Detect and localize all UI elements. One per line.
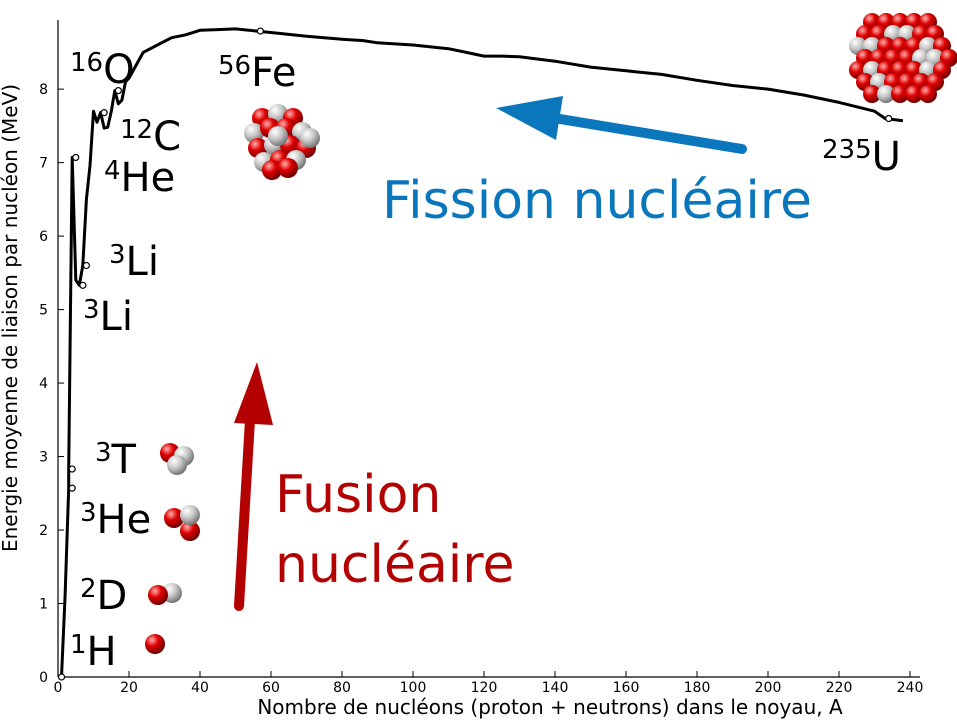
y-tick-label: 7	[39, 156, 48, 172]
li3b-mass-number: 3	[83, 295, 100, 325]
proton-sphere	[278, 158, 298, 178]
x-tick-label: 140	[542, 680, 569, 696]
proton-sphere	[180, 521, 200, 541]
data-point	[885, 114, 893, 123]
x-tick-label: 160	[613, 680, 640, 696]
isotope-label-li3b: 3Li	[83, 294, 133, 340]
he4-mass-number: 4	[104, 156, 121, 186]
data-point	[100, 109, 108, 117]
fe56-symbol: Fe	[251, 50, 296, 96]
t3-mass-number: 3	[95, 438, 112, 468]
x-tick-label: 80	[333, 680, 351, 696]
li3a-symbol: Li	[126, 239, 159, 285]
proton-sphere	[863, 85, 881, 103]
isotope-label-d2: 2D	[80, 573, 127, 619]
data-point	[57, 673, 66, 681]
c12-mass-number: 12	[120, 115, 153, 145]
isotope-label-h1: 1H	[70, 629, 117, 675]
u235-symbol: U	[872, 134, 901, 180]
y-tick-label: 3	[39, 450, 48, 466]
isotope-label-he3: 3He	[80, 497, 151, 543]
binding-energy-curve	[60, 27, 904, 678]
fission-arrow	[496, 96, 747, 154]
x-tick-label: 40	[191, 680, 209, 696]
proton-sphere	[148, 585, 168, 605]
isotope-label-li3a: 3Li	[109, 239, 159, 285]
he4-symbol: He	[121, 155, 176, 201]
data-point	[72, 153, 80, 162]
data-point	[68, 465, 76, 473]
y-tick-label: 5	[39, 303, 48, 319]
o16-symbol: O	[103, 47, 134, 93]
y-ticks: 0 1 2 3 4 5 6 7 8	[39, 82, 64, 686]
data-point	[82, 261, 91, 270]
li3a-mass-number: 3	[109, 240, 126, 270]
isotope-label-c12: 12C	[120, 114, 181, 160]
y-tick-label: 4	[39, 376, 48, 392]
proton-sphere	[145, 634, 165, 654]
proton-sphere	[891, 85, 909, 103]
proton-sphere	[905, 85, 923, 103]
neutron-sphere	[877, 85, 895, 103]
x-ticks: 0 20 40 60 80 100 120 140 160 180 200 220 240	[54, 671, 924, 696]
nucleus-illustrations	[145, 13, 957, 654]
he3-mass-number: 3	[80, 498, 97, 528]
x-tick-label: 100	[400, 680, 427, 696]
fusion-arrow	[234, 362, 273, 611]
d2-mass-number: 2	[80, 574, 97, 604]
y-tick-label: 8	[39, 82, 48, 98]
y-tick-label: 6	[39, 229, 48, 245]
x-axis-label: Nombre de nucléons (proton + neutrons) d…	[257, 695, 843, 719]
u235-mass-number: 235	[822, 135, 872, 165]
t3-symbol: T	[111, 437, 137, 483]
fission-label: Fission nucléaire	[382, 171, 812, 231]
fusion-label-line1: Fusion	[275, 465, 441, 525]
proton-sphere	[919, 85, 937, 103]
he3-symbol: He	[97, 497, 152, 543]
x-tick-label: 200	[755, 680, 782, 696]
fusion-label-line2: nucléaire	[275, 535, 514, 595]
x-tick-label: 240	[897, 680, 924, 696]
y-tick-label: 2	[39, 523, 48, 539]
isotope-label-t3: 3T	[95, 437, 137, 483]
fe56-mass-number: 56	[218, 51, 251, 81]
x-tick-label: 120	[471, 680, 498, 696]
data-points	[57, 27, 893, 681]
y-tick-label: 0	[39, 670, 48, 686]
li3b-symbol: Li	[100, 294, 133, 340]
x-tick-label: 0	[54, 680, 63, 696]
data-point	[79, 281, 87, 289]
c12-symbol: C	[153, 114, 181, 160]
neutron-sphere	[300, 128, 320, 148]
y-axis-label: Energie moyenne de liaison par nucléon (…	[0, 84, 22, 552]
data-point	[256, 27, 264, 35]
proton-sphere	[262, 160, 282, 180]
isotope-label-fe56: 56Fe	[218, 50, 297, 96]
neutron-sphere	[180, 505, 200, 525]
d2-symbol: D	[97, 573, 128, 619]
h1-symbol: H	[87, 629, 117, 675]
h1-mass-number: 1	[70, 630, 87, 660]
neutron-sphere	[268, 126, 288, 146]
x-tick-label: 60	[262, 680, 280, 696]
x-tick-label: 180	[684, 680, 711, 696]
data-point	[114, 87, 122, 95]
y-tick-label: 1	[39, 597, 48, 613]
data-point	[68, 484, 76, 492]
isotope-label-he4: 4He	[104, 155, 175, 201]
isotope-label-u235: 235U	[822, 134, 901, 180]
x-tick-label: 20	[120, 680, 138, 696]
neutron-sphere	[167, 455, 187, 475]
neutron-sphere	[244, 123, 264, 143]
isotope-label-o16: 16O	[70, 47, 135, 93]
proton-sphere	[164, 508, 184, 528]
o16-mass-number: 16	[70, 48, 103, 78]
x-tick-label: 220	[826, 680, 853, 696]
